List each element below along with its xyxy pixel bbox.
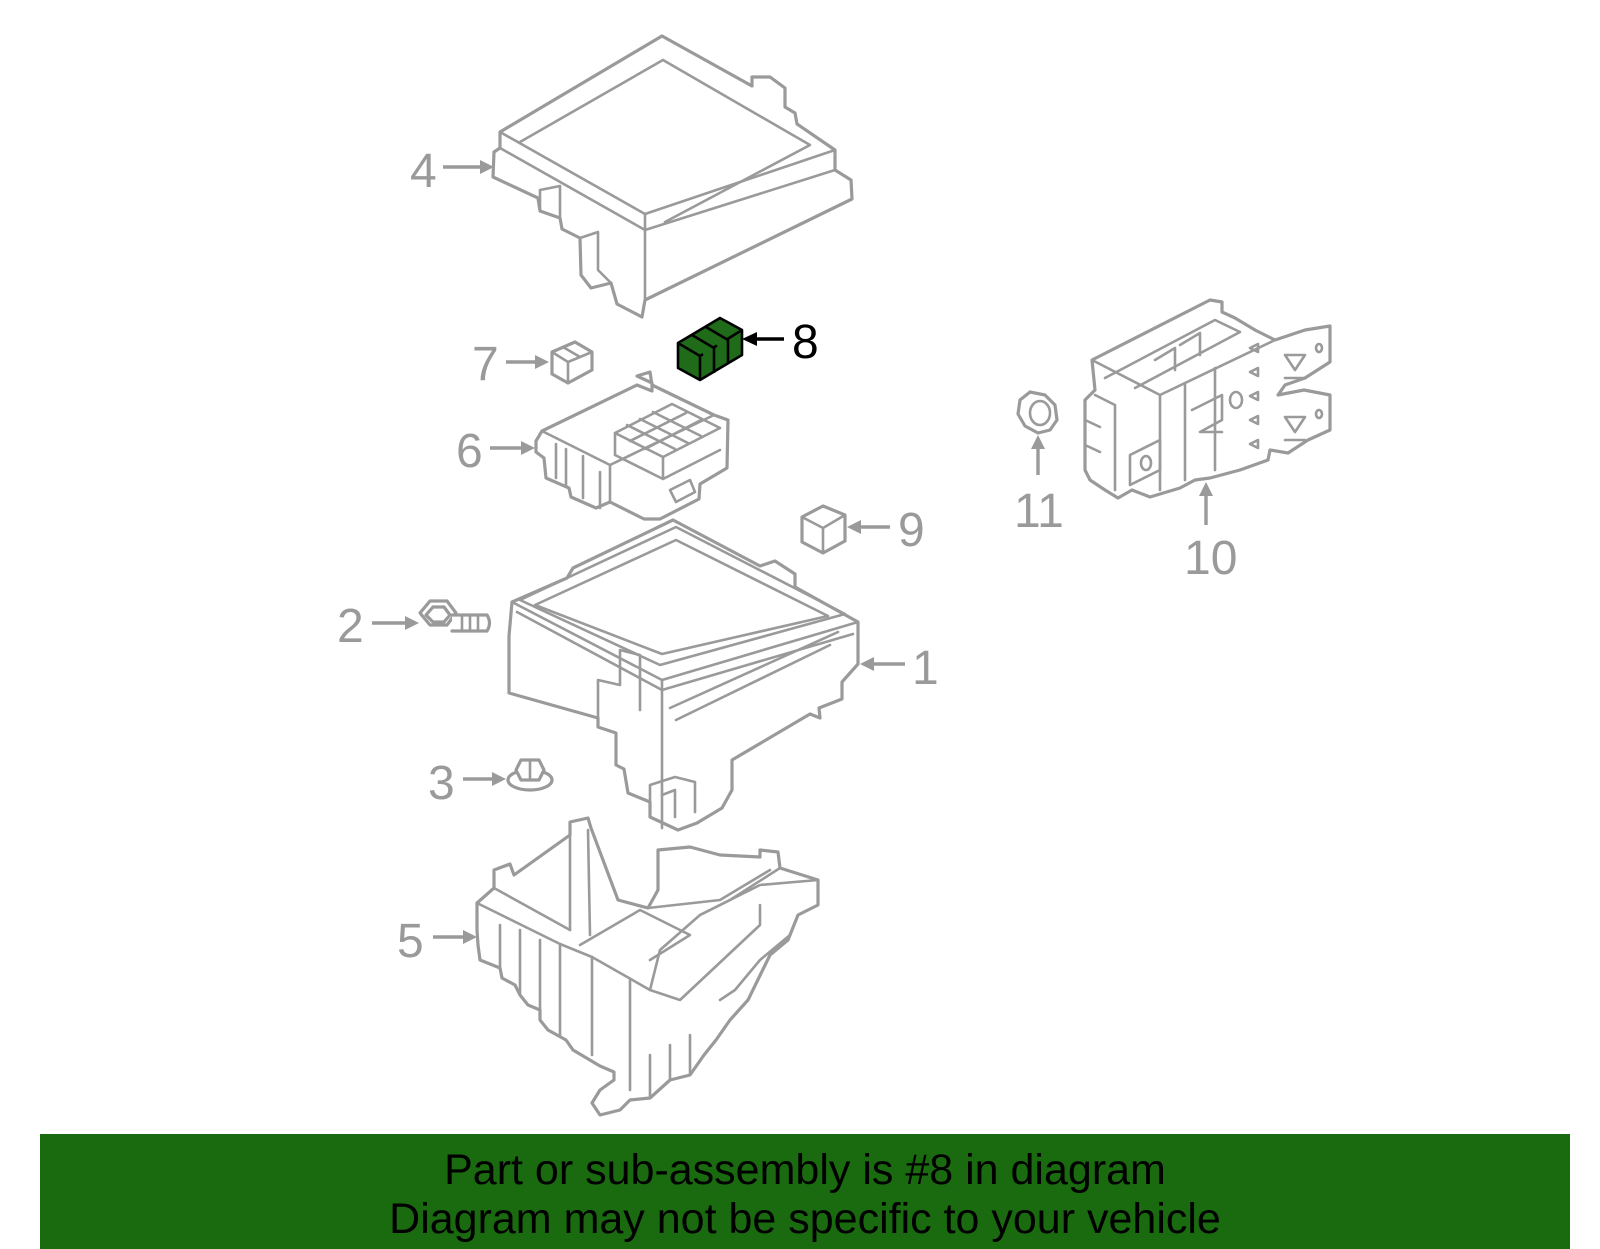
banner-line-part-number: Part or sub-assembly is #8 in diagram <box>444 1146 1166 1194</box>
banner-line-disclaimer: Diagram may not be specific to your vehi… <box>389 1195 1221 1243</box>
callout-5-leader <box>433 930 477 944</box>
callout-10: 10 <box>1184 532 1237 585</box>
part-2-bolt <box>418 599 492 633</box>
part-8-relay <box>676 316 744 382</box>
callout-1: 1 <box>912 642 939 695</box>
callout-4-leader <box>443 160 494 174</box>
part-6-fuse-block <box>534 370 730 521</box>
callout-8: 8 <box>792 316 819 369</box>
part-1-fuse-box <box>507 518 860 832</box>
callout-3: 3 <box>428 757 455 810</box>
callout-4: 4 <box>410 145 437 198</box>
info-banner: Part or sub-assembly is #8 in diagram Di… <box>40 1134 1570 1249</box>
callout-5: 5 <box>397 915 424 968</box>
callout-6: 6 <box>456 425 483 478</box>
part-3-nut <box>506 758 554 792</box>
part-11-grommet <box>1016 390 1059 435</box>
callout-11-leader <box>1031 435 1045 475</box>
part-7-small-relay <box>550 340 594 385</box>
callout-8-leader <box>742 332 784 346</box>
callout-9: 9 <box>898 504 925 557</box>
part-4-cover <box>491 34 854 319</box>
callout-10-leader <box>1199 482 1213 525</box>
callout-6-leader <box>490 441 535 455</box>
callout-3-leader <box>463 772 506 786</box>
callout-7-leader <box>506 355 549 369</box>
part-9-relay <box>800 504 847 555</box>
callout-7: 7 <box>472 338 499 391</box>
part-5-lower-tray <box>475 816 820 1117</box>
part-10-module <box>1083 298 1332 500</box>
callout-1-leader <box>860 657 905 671</box>
callout-11: 11 <box>1014 485 1064 538</box>
callout-9-leader <box>847 520 890 534</box>
callout-2-leader <box>372 616 419 630</box>
callout-2: 2 <box>337 600 364 653</box>
